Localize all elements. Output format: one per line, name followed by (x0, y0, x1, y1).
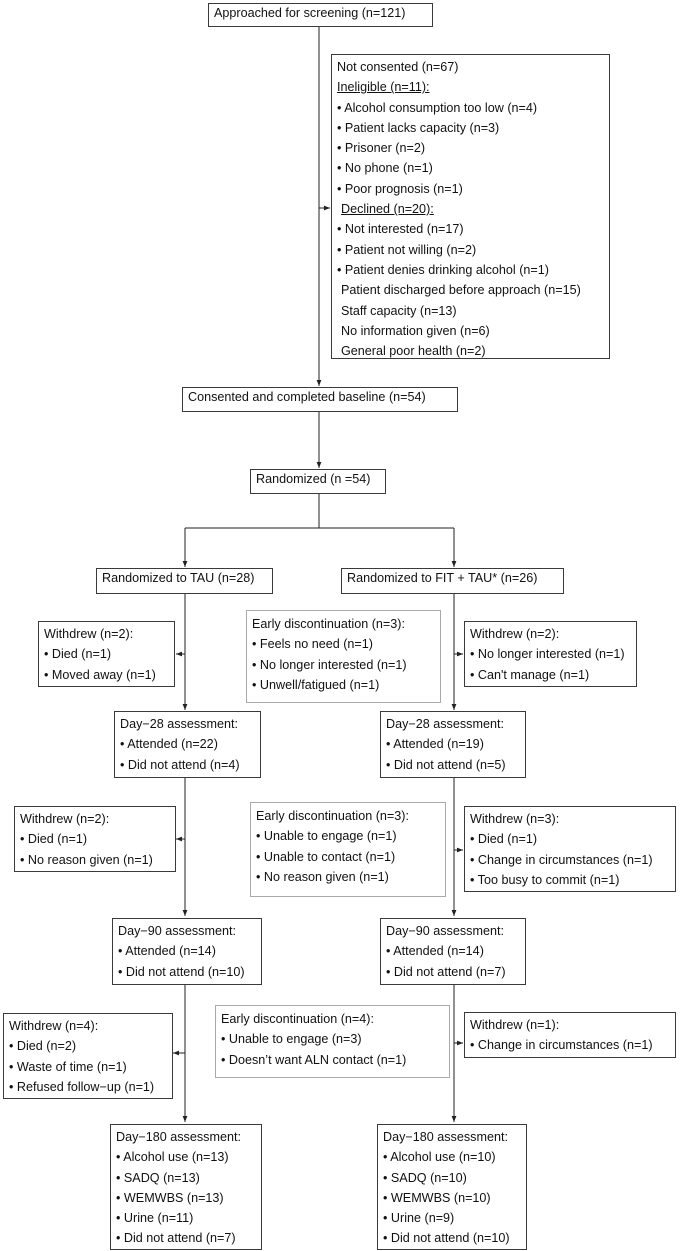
box-list-item: • Change in circumstances (n=1) (470, 1038, 653, 1053)
consented-label: Consented and completed baseline (n=54) (188, 390, 426, 404)
box-list-item: • Refused follow−up (n=1) (9, 1079, 155, 1094)
tau-arm-label: Randomized to TAU (n=28) (102, 571, 255, 585)
box-heading: Withdrew (n=2): (20, 812, 110, 826)
not-consented-line: Staff capacity (n=13) (341, 303, 457, 318)
box-heading: Early discontinuation (n=3): (252, 617, 405, 631)
fit-arm-box: Randomized to FIT + TAU* (n=26) (341, 568, 564, 594)
fit-withdrew-1-box: Withdrew (n=2): • No longer interested (n… (464, 621, 637, 687)
box-heading: Day−90 assessment: (118, 924, 236, 938)
box-list-item: • Did not attend (n=10) (383, 1231, 510, 1246)
not-consented-line: • Poor prognosis (n=1) (337, 181, 463, 196)
not-consented-line: • Not interested (n=17) (337, 222, 464, 237)
box-list-item: • Urine (n=11) (116, 1211, 194, 1226)
box-list-item: • No reason given (n=1) (256, 869, 389, 884)
box-heading: Withdrew (n=1): (470, 1018, 560, 1032)
not-consented-line: Patient discharged before approach (n=15… (341, 283, 581, 298)
tau-day90-box: Day−90 assessment: • Attended (n=14) • Did… (112, 918, 262, 985)
not-consented-line: Ineligible (n=11): (337, 80, 430, 95)
box-list-item: • Attended (n=22) (120, 737, 218, 752)
tau-withdrew-2-box: Withdrew (n=2): • Died (n=1) • No reason g… (14, 806, 176, 872)
box-list-item: • Did not attend (n=7) (116, 1231, 236, 1246)
not-consented-line: Not consented (n=67) (337, 60, 459, 74)
box-heading: Withdrew (n=4): (9, 1019, 99, 1033)
box-list-item: • No longer interested (n=1) (470, 647, 625, 662)
not-consented-line: General poor health (n=2) (341, 344, 486, 359)
screening-box: Approached for screening (n=121) (208, 3, 433, 27)
box-list-item: • Attended (n=14) (386, 944, 484, 959)
box-list-item: • Unwell/fatigued (n=1) (252, 677, 380, 692)
box-list-item: • SADQ (n=10) (383, 1170, 467, 1185)
fit-withdrew-3-box: Withdrew (n=1): • Change in circumstances… (464, 1012, 676, 1058)
randomized-label: Randomized (n =54) (256, 472, 371, 486)
tau-day28-box: Day−28 assessment: • Attended (n=22) • Did… (114, 711, 261, 778)
box-list-item: • Died (n=1) (44, 647, 112, 662)
not-consented-line: • Patient denies drinking alcohol (n=1) (337, 262, 549, 277)
box-heading: Day−180 assessment: (383, 1130, 508, 1144)
box-heading: Early discontinuation (n=3): (256, 809, 409, 823)
box-heading: Day−90 assessment: (386, 924, 504, 938)
fit-day90-box: Day−90 assessment: • Attended (n=14) • Did… (380, 918, 526, 985)
fit-early-discontinuation-3-box: Early discontinuation (n=4): • Unable to … (215, 1005, 450, 1078)
fit-early-discontinuation-1-box: Early discontinuation (n=3): • Feels no n… (246, 610, 441, 703)
box-list-item: • Too busy to commit (n=1) (470, 872, 620, 887)
box-list-item: • Unable to engage (n=3) (221, 1032, 362, 1047)
box-list-item: • Can't manage (n=1) (470, 667, 590, 682)
box-list-item: • Did not attend (n=10) (118, 964, 245, 979)
not-consented-box: Not consented (n=67) Ineligible (n=11): • … (331, 54, 610, 359)
box-list-item: • Did not attend (n=7) (386, 964, 506, 979)
box-list-item: • Died (n=1) (20, 832, 88, 847)
box-list-item: • Change in circumstances (n=1) (470, 852, 653, 867)
box-list-item: • WEMWBS (n=13) (116, 1190, 224, 1205)
box-list-item: • Attended (n=14) (118, 944, 216, 959)
fit-withdrew-2-box: Withdrew (n=3): • Died (n=1) • Change in c… (464, 806, 676, 892)
box-list-item: • No longer interested (n=1) (252, 657, 407, 672)
not-consented-line: Declined (n=20): (341, 202, 434, 217)
screening-label: Approached for screening (n=121) (214, 6, 406, 20)
box-list-item: • Did not attend (n=4) (120, 757, 240, 772)
box-list-item: • Attended (n=19) (386, 737, 484, 752)
fit-day28-box: Day−28 assessment: • Attended (n=19) • Did… (380, 711, 526, 778)
box-list-item: • Urine (n=9) (383, 1211, 455, 1226)
not-consented-line: • Patient lacks capacity (n=3) (337, 120, 500, 135)
box-list-item: • SADQ (n=13) (116, 1170, 200, 1185)
fit-day180-box: Day−180 assessment: • Alcohol use (n=10) •… (377, 1124, 527, 1250)
box-list-item: • No reason given (n=1) (20, 852, 153, 867)
box-heading: Early discontinuation (n=4): (221, 1012, 374, 1026)
box-list-item: • Moved away (n=1) (44, 667, 156, 682)
box-list-item: • Died (n=1) (470, 832, 538, 847)
not-consented-line: No information given (n=6) (341, 323, 490, 338)
box-heading: Day−28 assessment: (120, 717, 238, 731)
box-heading: Day−28 assessment: (386, 717, 504, 731)
tau-withdrew-3-box: Withdrew (n=4): • Died (n=2) • Waste of ti… (3, 1013, 173, 1099)
box-list-item: • Feels no need (n=1) (252, 637, 373, 652)
tau-withdrew-1-box: Withdrew (n=2): • Died (n=1) • Moved away … (38, 621, 175, 687)
box-list-item: • Waste of time (n=1) (9, 1059, 127, 1074)
box-list-item: • Died (n=2) (9, 1039, 77, 1054)
fit-early-discontinuation-2-box: Early discontinuation (n=3): • Unable to … (250, 802, 446, 897)
not-consented-line: • No phone (n=1) (337, 161, 433, 176)
box-list-item: • Did not attend (n=5) (386, 757, 506, 772)
not-consented-line: • Alcohol consumption too low (n=4) (337, 100, 538, 115)
tau-arm-box: Randomized to TAU (n=28) (96, 568, 273, 594)
randomized-box: Randomized (n =54) (250, 469, 386, 494)
box-list-item: • Doesn’t want ALN contact (n=1) (221, 1052, 407, 1067)
not-consented-line: • Prisoner (n=2) (337, 141, 426, 156)
box-heading: Withdrew (n=3): (470, 812, 560, 826)
box-heading: Withdrew (n=2): (44, 627, 134, 641)
tau-day180-box: Day−180 assessment: • Alcohol use (n=13) •… (110, 1124, 262, 1250)
box-list-item: • Unable to engage (n=1) (256, 829, 397, 844)
not-consented-line: • Patient not willing (n=2) (337, 242, 477, 257)
box-list-item: • Unable to contact (n=1) (256, 849, 396, 864)
box-heading: Day−180 assessment: (116, 1130, 241, 1144)
box-list-item: • Alcohol use (n=13) (116, 1150, 229, 1165)
box-list-item: • WEMWBS (n=10) (383, 1190, 491, 1205)
box-heading: Withdrew (n=2): (470, 627, 560, 641)
box-list-item: • Alcohol use (n=10) (383, 1150, 496, 1165)
fit-arm-label: Randomized to FIT + TAU* (n=26) (347, 571, 538, 585)
consented-box: Consented and completed baseline (n=54) (182, 387, 458, 412)
